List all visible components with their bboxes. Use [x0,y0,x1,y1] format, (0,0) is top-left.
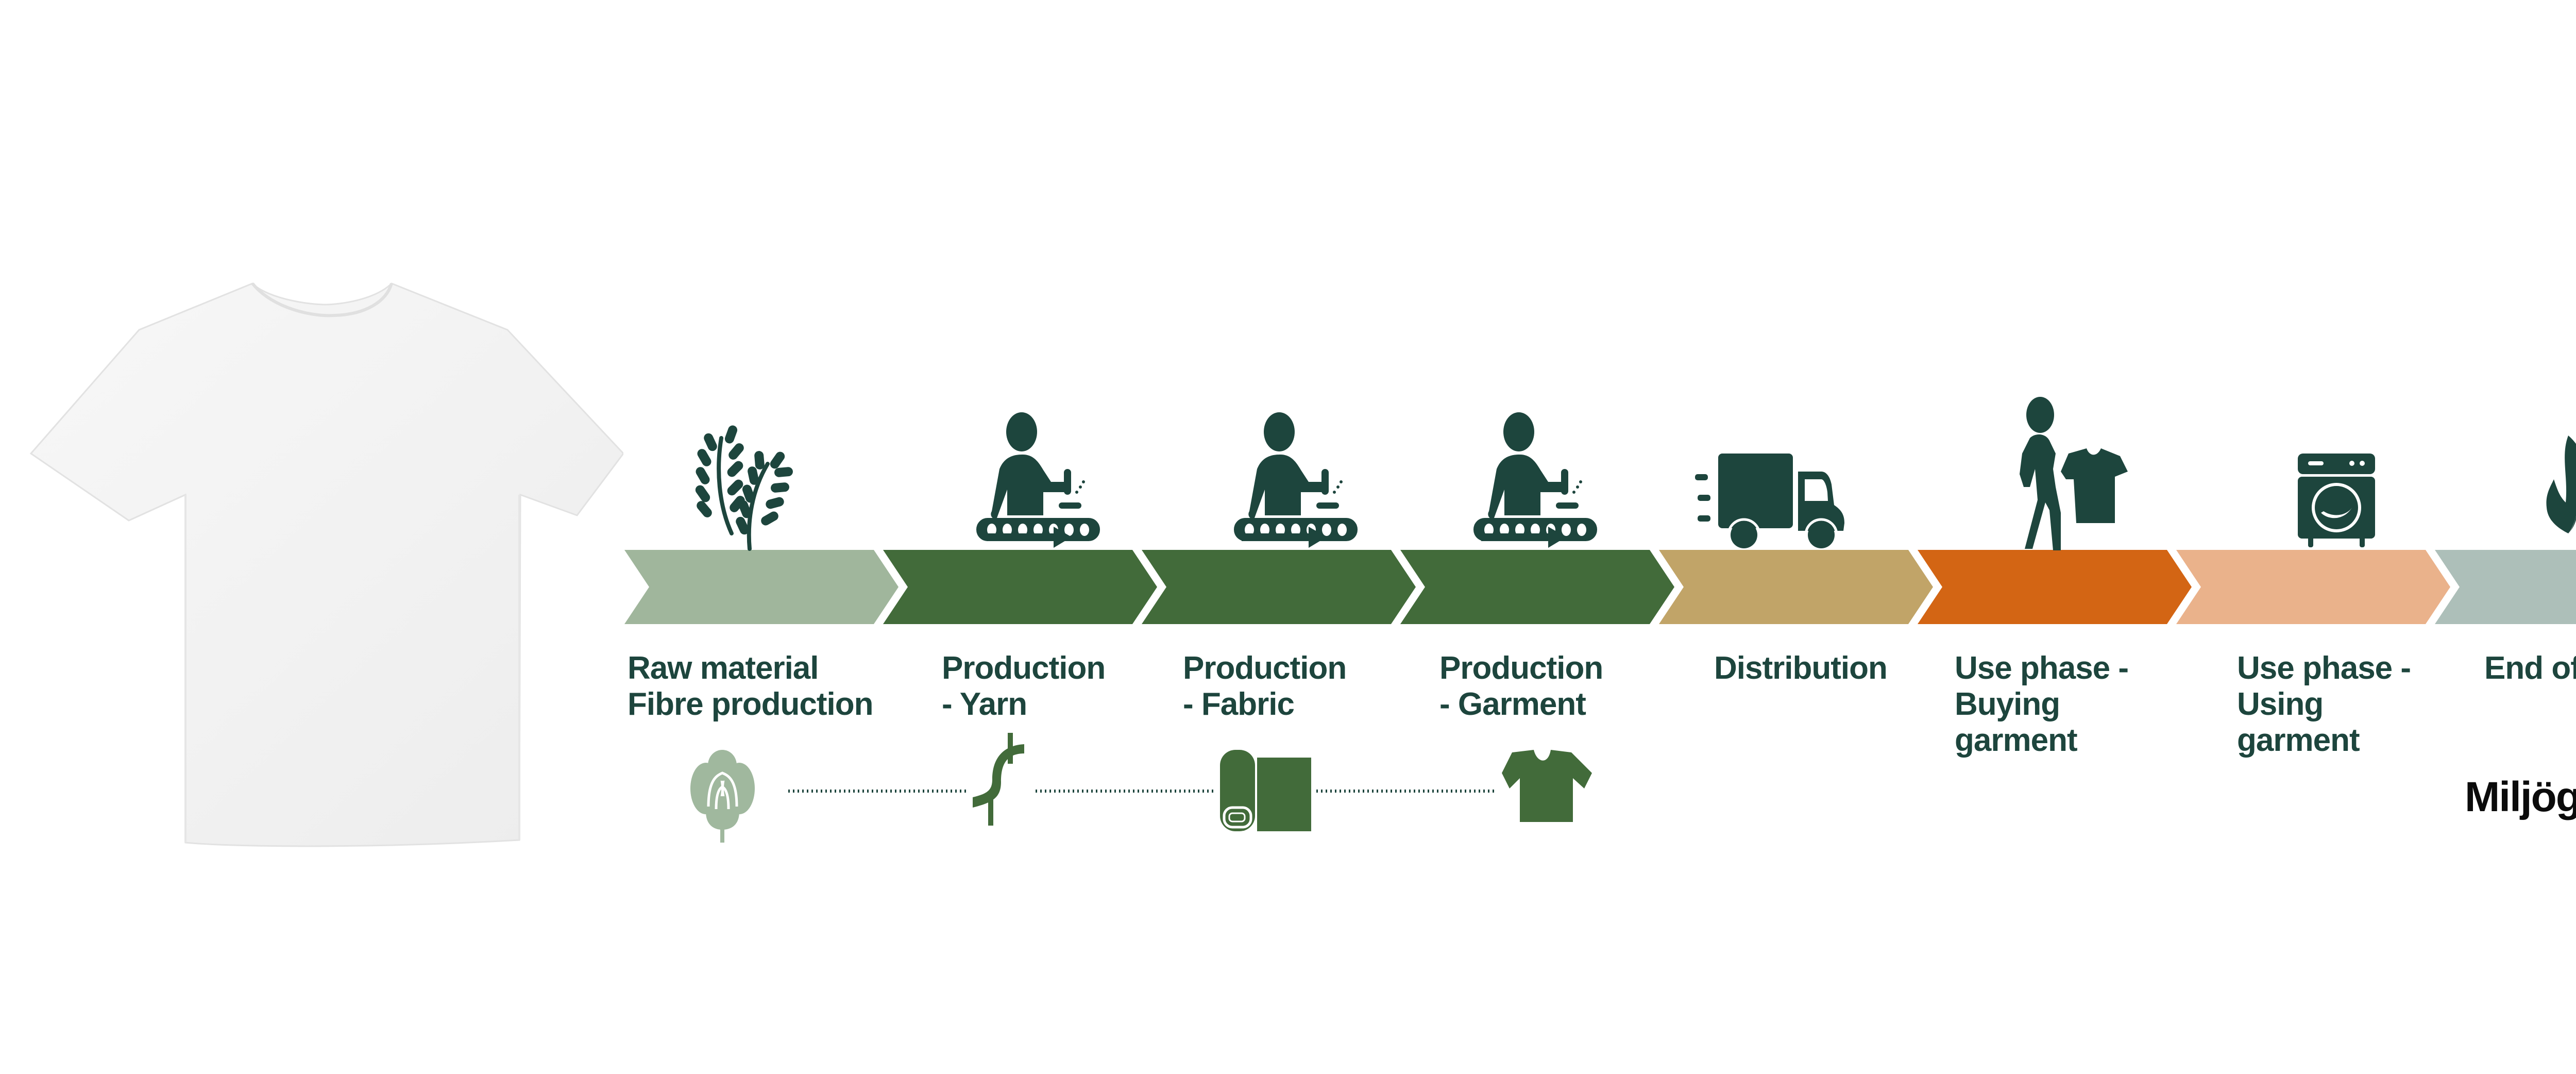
chevron-production-garment [1400,550,1674,624]
tshirt-icon [1502,750,1592,822]
connector-dotted-line [1316,790,1497,793]
stage-label-use-using: Use phase - Using garment [2237,650,2411,758]
chevron-distribution [1659,550,1933,624]
miljogiraff-logo: Miljögiraff [2465,774,2576,820]
chevron-raw-material [624,550,899,624]
stage-label-use-buying: Use phase - Buying garment [1955,650,2129,758]
progress-arrow-icon [1242,527,1327,548]
fabric-roll-icon [1220,750,1311,831]
connector-dotted-line [788,790,969,793]
stage-label-production-fabric: Production - Fabric [1183,650,1347,722]
yarn-strand-icon [973,733,1024,826]
stage-label-end-of-life: End of life [2484,650,2576,686]
chevron-use-buying [1918,550,2192,624]
chevron-end-of-life [2435,550,2576,624]
connector-dotted-line [1036,790,1215,793]
cotton-boll-icon [690,750,755,843]
chevron-production-fabric [1142,550,1416,624]
white-tshirt-image [29,282,623,847]
stage-label-production-yarn: Production - Yarn [942,650,1106,722]
washing-machine-icon [2298,454,2375,547]
chevron-production-yarn [883,550,1157,624]
progress-arrow-icon [987,527,1072,548]
person-carrying-shirt-icon [2020,397,2128,550]
flame-icon [2546,435,2576,533]
stage-label-production-garment: Production - Garment [1439,650,1603,722]
wheat-icon [695,425,793,551]
stage-label-distribution: Distribution [1714,650,1888,686]
progress-arrow-icon [1481,527,1566,548]
stage-label-raw-material: Raw material Fibre production [628,650,874,722]
factory-worker-conveyor-icon [1473,412,1597,541]
delivery-truck-icon [1695,454,1844,549]
chevron-use-using [2176,550,2450,624]
